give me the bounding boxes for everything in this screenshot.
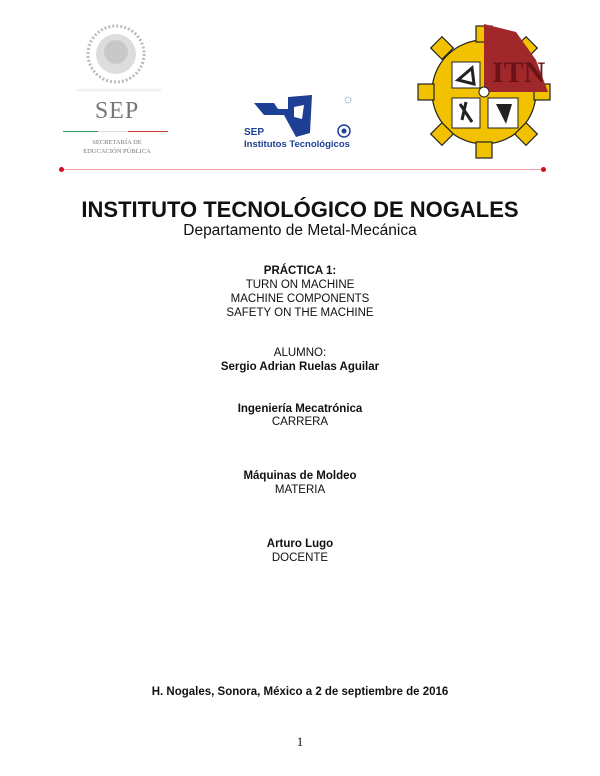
header-divider [61, 169, 544, 170]
practice-heading: PRÁCTICA 1: [263, 265, 337, 277]
career-value: Ingeniería Mecatrónica [237, 403, 363, 415]
student-name: Sergio Adrian Ruelas Aguilar [220, 361, 380, 373]
document-title: INSTITUTO TECNOLÓGICO DE NOGALES [81, 197, 519, 222]
sep-subtitle-line: EDUCACIÓN PÚBLICA [83, 148, 151, 155]
department: Departamento de Metal-Mecánica [183, 222, 417, 239]
divider-dot [59, 167, 64, 172]
place-date: H. Nogales, Sonora, México a 2 de septie… [151, 686, 449, 698]
mexican-seal-icon [86, 24, 146, 84]
teacher-value: Arturo Lugo [266, 538, 334, 550]
subject-value: Máquinas de Moldeo [243, 470, 357, 482]
it-subtitle: Institutos Tecnológicos [244, 139, 350, 150]
practice-line: SAFETY ON THE MACHINE [226, 307, 374, 319]
itn-letters: ITN [492, 56, 546, 89]
practice-line: TURN ON MACHINE [245, 279, 355, 291]
teacher-label: DOCENTE [271, 552, 329, 564]
student-label: ALUMNO: [273, 347, 327, 359]
sep-subtitle: SECRETARÍA DE EDUCACIÓN PÚBLICA [62, 138, 172, 156]
career-label: CARRERA [271, 416, 329, 428]
subject-label: MATERIA [274, 484, 326, 496]
page-number: 1 [296, 734, 304, 749]
it-sep-wordmark: SEP [244, 127, 265, 138]
practice-line: MACHINE COMPONENTS [230, 293, 370, 305]
itn-gear-logo: ITN [417, 24, 551, 159]
sep-subtitle-line: SECRETARÍA DE [92, 139, 142, 146]
sep-wordmark: SEP [94, 98, 140, 124]
divider-dot [541, 167, 546, 172]
it-emblem-icon [245, 95, 352, 138]
